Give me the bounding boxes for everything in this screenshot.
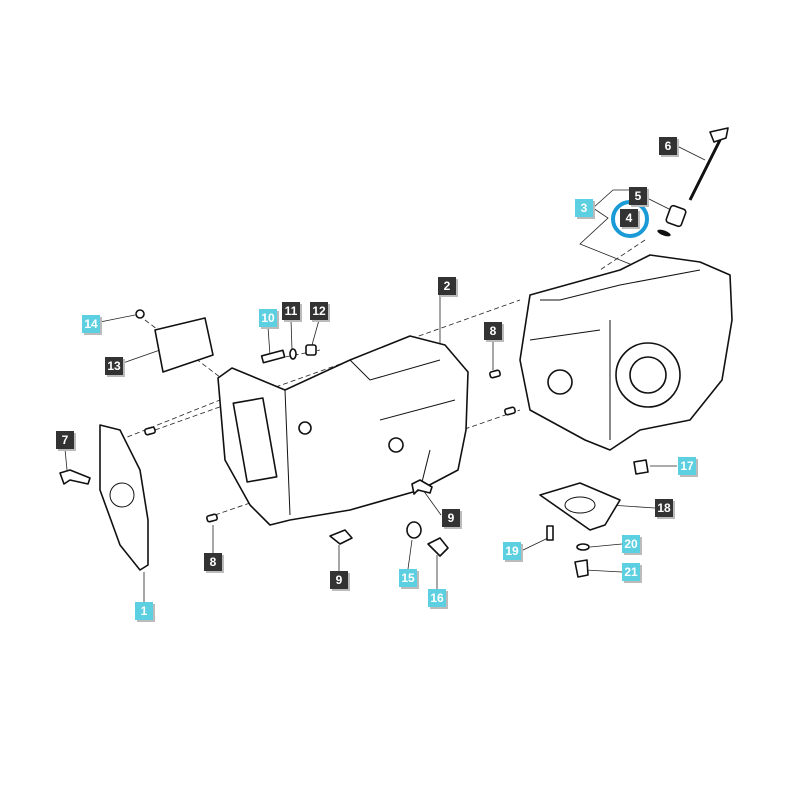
callout-7[interactable]: 7 xyxy=(56,431,74,449)
part-9-bolt[interactable] xyxy=(329,529,353,545)
part-2-front-housing[interactable] xyxy=(217,335,469,526)
part-14-screw[interactable] xyxy=(135,309,145,319)
callout-6[interactable]: 6 xyxy=(659,137,677,155)
callout-9[interactable]: 9 xyxy=(330,571,348,589)
callout-20[interactable]: 20 xyxy=(622,535,640,553)
callout-5[interactable]: 5 xyxy=(629,187,647,205)
callout-2[interactable]: 2 xyxy=(438,277,456,295)
part-8-dowel[interactable] xyxy=(206,513,218,523)
callout-1[interactable]: 1 xyxy=(135,602,153,620)
part-15-washer[interactable] xyxy=(406,521,422,539)
callout-17[interactable]: 17 xyxy=(678,457,696,475)
part-1-gasket[interactable] xyxy=(99,424,149,571)
part-10-stud[interactable] xyxy=(260,349,286,364)
callout-18[interactable]: 18 xyxy=(655,499,673,517)
part-16-plug[interactable] xyxy=(427,537,449,557)
part-5-plug[interactable] xyxy=(665,204,687,228)
part-4-o-ring[interactable] xyxy=(657,228,672,237)
part-8-dowel[interactable] xyxy=(489,369,501,379)
part-20-washer[interactable] xyxy=(576,543,590,551)
callout-8[interactable]: 8 xyxy=(484,322,502,340)
callout-9[interactable]: 9 xyxy=(442,509,460,527)
callout-16[interactable]: 16 xyxy=(428,589,446,607)
callout-10[interactable]: 10 xyxy=(259,309,277,327)
callout-21[interactable]: 21 xyxy=(622,563,640,581)
part-11-washer[interactable] xyxy=(289,348,297,360)
part-9-bolt[interactable] xyxy=(411,479,433,495)
callout-3[interactable]: 3 xyxy=(575,199,593,217)
callout-4[interactable]: 4 xyxy=(620,209,638,227)
part-7-bolt[interactable] xyxy=(59,469,91,485)
callout-8[interactable]: 8 xyxy=(204,553,222,571)
part-13-cover[interactable] xyxy=(154,317,214,373)
part-6-dipstick[interactable] xyxy=(709,127,729,143)
part-19-bolt[interactable] xyxy=(546,525,554,541)
part-12-nut[interactable] xyxy=(305,344,317,356)
callout-15[interactable]: 15 xyxy=(399,569,417,587)
part-17-cap[interactable] xyxy=(633,459,649,475)
part-21-plug[interactable] xyxy=(574,559,589,578)
part-18-cover-plate[interactable] xyxy=(539,482,621,531)
callout-14[interactable]: 14 xyxy=(82,315,100,333)
callout-19[interactable]: 19 xyxy=(503,542,521,560)
callout-13[interactable]: 13 xyxy=(105,357,123,375)
callout-11[interactable]: 11 xyxy=(282,302,300,320)
callout-12[interactable]: 12 xyxy=(310,302,328,320)
